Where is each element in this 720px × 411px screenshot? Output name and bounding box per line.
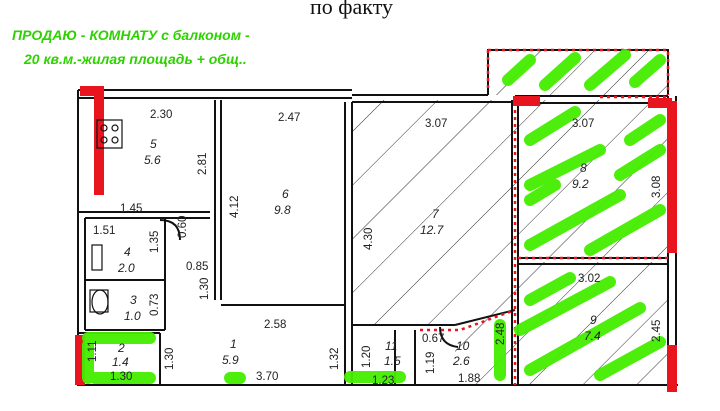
room-4-area: 2.0 <box>117 261 135 275</box>
room-4-number: 4 <box>124 245 131 259</box>
room-10-area: 2.6 <box>452 354 470 368</box>
dim-1-23: 1.23 <box>372 375 394 387</box>
dim-0-60: 0.60 <box>177 216 189 238</box>
room-1-area: 5.9 <box>222 353 239 367</box>
dim-3-07-b: 3.07 <box>572 118 594 130</box>
dim-0-85: 0.85 <box>186 261 208 273</box>
room-1-number: 1 <box>230 337 237 351</box>
bathroom-fixtures <box>89 119 123 315</box>
dim-1-88: 1.88 <box>458 373 480 385</box>
room-11-number: 11 <box>385 339 397 353</box>
room-2-number: 2 <box>117 341 125 355</box>
room-6-area: 9.8 <box>274 203 291 217</box>
room-2-area: 1.4 <box>112 355 129 369</box>
dim-2-81: 2.81 <box>197 153 209 175</box>
room-7-number: 7 <box>432 207 440 221</box>
room-7-area: 12.7 <box>420 223 445 237</box>
header-fragment: по факту <box>310 0 393 19</box>
room-8-number: 8 <box>580 161 587 175</box>
dim-1-20: 1.20 <box>361 346 373 368</box>
dim-2-58: 2.58 <box>264 319 286 331</box>
dim-2-48: 2.48 <box>495 323 507 345</box>
highlighted-walls <box>75 86 677 392</box>
dim-4-30: 4.30 <box>363 228 375 250</box>
dim-0-73: 0.73 <box>149 294 161 316</box>
room-5-area: 5.6 <box>144 153 161 167</box>
dim-1-32: 1.32 <box>329 348 341 370</box>
room-11-area: 1.5 <box>384 354 401 368</box>
dim-1-30-c: 1.30 <box>164 348 176 370</box>
selected-room-outline <box>420 48 670 385</box>
dim-0-67: 0.67 <box>422 333 444 345</box>
room-labels: 5 5.6 6 9.8 7 12.7 8 9.2 4 2.0 3 1.0 2 1… <box>112 137 601 369</box>
dim-1-11: 1.11 <box>87 340 99 362</box>
dim-3-02: 3.02 <box>578 273 600 285</box>
dim-2-45: 2.45 <box>651 320 663 342</box>
room-9-area: 7.4 <box>584 329 601 343</box>
dim-1-35: 1.35 <box>149 231 161 253</box>
dim-1-19: 1.19 <box>425 352 437 374</box>
ad-line-1: ПРОДАЮ - КОМНАТУ с балконом - <box>12 27 250 43</box>
dim-3-07-a: 3.07 <box>425 118 447 130</box>
dim-2-30: 2.30 <box>150 109 172 121</box>
green-marks <box>82 49 666 384</box>
room-3-number: 3 <box>130 293 137 307</box>
room-9-number: 9 <box>590 313 597 327</box>
dim-4-12: 4.12 <box>229 196 241 218</box>
dim-1-30-b: 1.30 <box>110 371 132 383</box>
dim-2-47: 2.47 <box>278 112 300 124</box>
dim-1-30-a: 1.30 <box>199 278 211 300</box>
dim-1-51: 1.51 <box>93 225 115 237</box>
hatched-areas <box>352 50 668 385</box>
room-8-area: 9.2 <box>572 177 589 191</box>
dim-1-45: 1.45 <box>120 203 142 215</box>
dimension-labels: 2.30 2.47 3.07 3.07 2.81 4.12 1.45 1.51 … <box>87 109 663 387</box>
dim-3-70: 3.70 <box>256 371 278 383</box>
room-6-number: 6 <box>282 187 289 201</box>
ad-line-2: 20 кв.м.-жилая площадь + общ.. <box>23 51 247 67</box>
room-10-number: 10 <box>456 339 470 353</box>
dim-3-08: 3.08 <box>651 176 663 198</box>
room-5-number: 5 <box>150 137 157 151</box>
room-3-area: 1.0 <box>124 309 141 323</box>
